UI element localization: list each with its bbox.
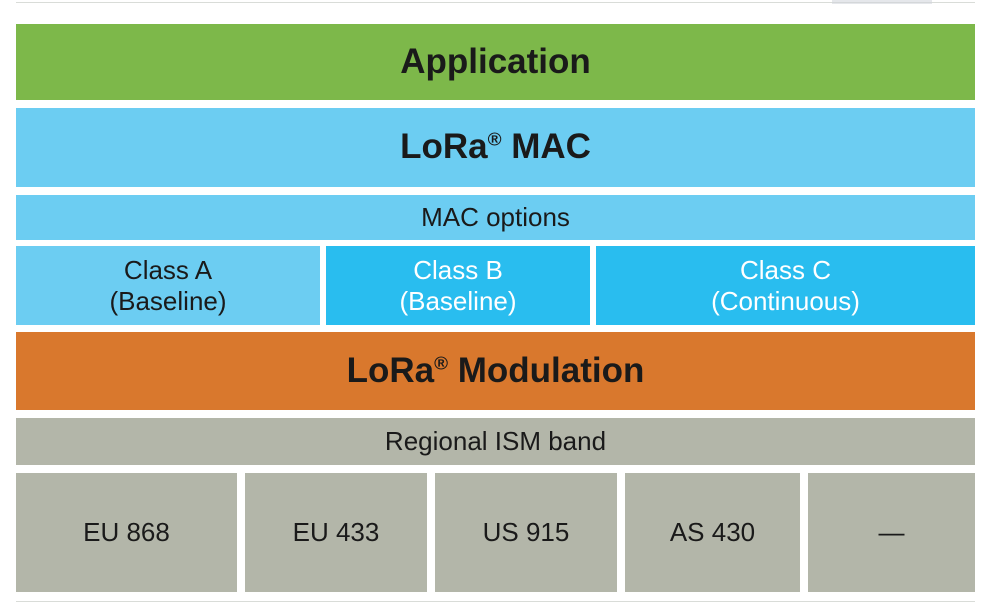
ism-band-cell: EU 433	[245, 473, 427, 592]
layer-lora-mac-label: LoRa® MAC	[400, 127, 591, 167]
ism-band-cell: —	[808, 473, 975, 592]
registered-trademark-icon: ®	[487, 129, 502, 151]
device-class-row: Class A (Baseline) Class B (Baseline) Cl…	[16, 246, 975, 325]
ism-band-cell: EU 868	[16, 473, 237, 592]
layer-lora-modulation-label-prefix: LoRa	[346, 350, 435, 390]
layer-lora-mac-label-prefix: LoRa	[400, 127, 488, 167]
ism-band-label: EU 868	[83, 517, 170, 547]
layer-application: Application	[16, 24, 975, 100]
layer-application-label: Application	[400, 41, 591, 81]
layer-lora-mac: LoRa® MAC	[16, 108, 975, 187]
ism-band-label: US 915	[482, 517, 570, 547]
layer-lora-modulation: LoRa® Modulation	[16, 332, 975, 410]
device-class-a-mode: (Baseline)	[109, 285, 227, 316]
ism-band-cell: US 915	[435, 473, 617, 592]
device-class-b: Class B (Baseline)	[326, 246, 590, 325]
page-rule-bottom	[16, 601, 975, 602]
layer-regional-ism-band-label: Regional ISM band	[384, 425, 607, 456]
device-class-c-name: Class C	[739, 254, 831, 285]
layer-regional-ism-band: Regional ISM band	[16, 418, 975, 465]
layer-lora-modulation-label-suffix: Modulation	[448, 350, 645, 390]
device-class-a: Class A (Baseline)	[16, 246, 320, 325]
ism-band-cell: AS 430	[625, 473, 800, 592]
device-class-c: Class C (Continuous)	[596, 246, 975, 325]
ism-band-label: —	[878, 517, 905, 547]
device-class-b-mode: (Baseline)	[399, 285, 517, 316]
layer-lora-modulation-label: LoRa® Modulation	[346, 350, 645, 390]
layer-mac-options: MAC options	[16, 195, 975, 240]
layer-lora-mac-label-suffix: MAC	[501, 127, 591, 167]
ism-band-label: EU 433	[292, 517, 380, 547]
device-class-b-name: Class B	[413, 254, 503, 285]
device-class-a-name: Class A	[123, 254, 213, 285]
page-rule-stub	[832, 0, 932, 4]
layer-mac-options-label: MAC options	[421, 201, 570, 232]
page-rule-top	[16, 2, 975, 3]
device-class-c-mode: (Continuous)	[711, 285, 860, 316]
ism-band-row: EU 868 EU 433 US 915 AS 430 —	[16, 473, 975, 592]
ism-band-label: AS 430	[669, 517, 756, 547]
registered-trademark-icon: ®	[434, 352, 449, 374]
